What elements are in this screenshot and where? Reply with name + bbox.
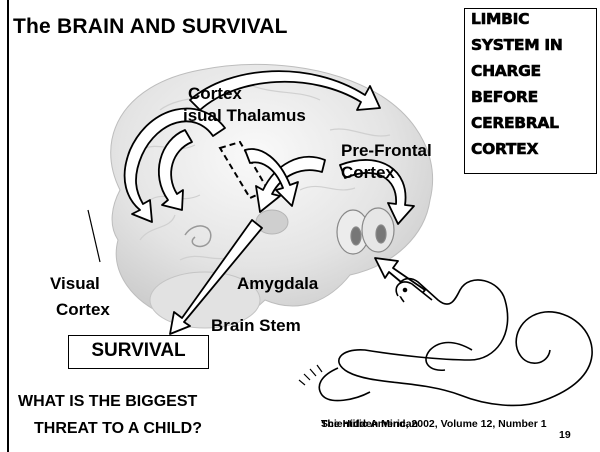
label-pre-frontal: Pre-Frontal xyxy=(341,141,432,161)
survival-label: SURVIVAL xyxy=(69,340,208,362)
label-visual-cortex: Cortex xyxy=(56,300,110,320)
page-number: 19 xyxy=(559,429,571,441)
snake xyxy=(299,279,592,406)
question-line-2: THREAT TO A CHILD? xyxy=(34,420,202,438)
label-pre-frontal-cortex: Cortex xyxy=(341,163,395,183)
label-brain-stem: Brain Stem xyxy=(211,316,301,336)
label-visual: Visual xyxy=(50,274,100,294)
limbic-line-4: BEFORE xyxy=(471,88,538,106)
survival-box: SURVIVAL xyxy=(68,335,209,369)
limbic-line-3: CHARGE xyxy=(471,62,541,80)
question-line-1: WHAT IS THE BIGGEST xyxy=(18,393,197,411)
limbic-line-6: CORTEX xyxy=(471,140,538,158)
limbic-callout-box: LIMBIC SYSTEM IN CHARGE BEFORE CEREBRAL … xyxy=(464,8,597,174)
label-cortex: Cortex xyxy=(188,84,242,104)
limbic-line-5: CEREBRAL xyxy=(471,114,559,132)
citation-line: The Hidden Mind, 2002, Volume 12, Number… xyxy=(321,418,547,430)
slide-title: The BRAIN AND SURVIVAL xyxy=(13,15,288,39)
limbic-line-2: SYSTEM IN xyxy=(471,36,563,54)
limbic-line-1: LIMBIC xyxy=(471,10,529,28)
label-visual-thalamus: isual Thalamus xyxy=(183,106,306,126)
label-amygdala: Amygdala xyxy=(237,274,318,294)
